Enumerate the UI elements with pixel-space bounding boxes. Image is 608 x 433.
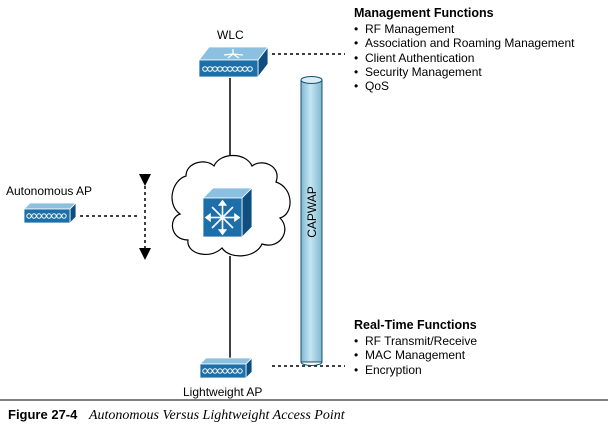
list-item: MAC Management (354, 348, 477, 362)
list-item: RF Management (354, 22, 574, 36)
lightweight-ap-icon (199, 357, 253, 379)
capwap-label: CAPWAP (305, 186, 319, 238)
wlc-label: WLC (217, 28, 244, 42)
switch-icon (202, 187, 253, 238)
autonomous-ap-icon (23, 202, 77, 224)
list-item: Client Authentication (354, 51, 574, 65)
figure-title: Autonomous Versus Lightweight Access Poi… (88, 408, 345, 423)
realtime-functions-title: Real-Time Functions (354, 318, 477, 332)
list-item: Association and Roaming Management (354, 36, 574, 50)
list-item: Security Management (354, 65, 574, 79)
list-item: QoS (354, 79, 574, 93)
management-functions-title: Management Functions (354, 6, 494, 20)
capwap-tunnel (300, 76, 323, 366)
figure-caption: Figure 27-4 Autonomous Versus Lightweigh… (8, 407, 345, 424)
management-functions-list: RF Management Association and Roaming Ma… (354, 22, 574, 93)
list-item: Encryption (354, 363, 477, 377)
autonomous-ap-label: Autonomous AP (6, 184, 93, 198)
figure-number: Figure 27-4 (8, 407, 78, 422)
wlc-icon (198, 45, 269, 79)
lightweight-ap-label: Lightweight AP (183, 385, 263, 399)
realtime-functions-list: RF Transmit/Receive MAC Management Encry… (354, 334, 477, 377)
list-item: RF Transmit/Receive (354, 334, 477, 348)
